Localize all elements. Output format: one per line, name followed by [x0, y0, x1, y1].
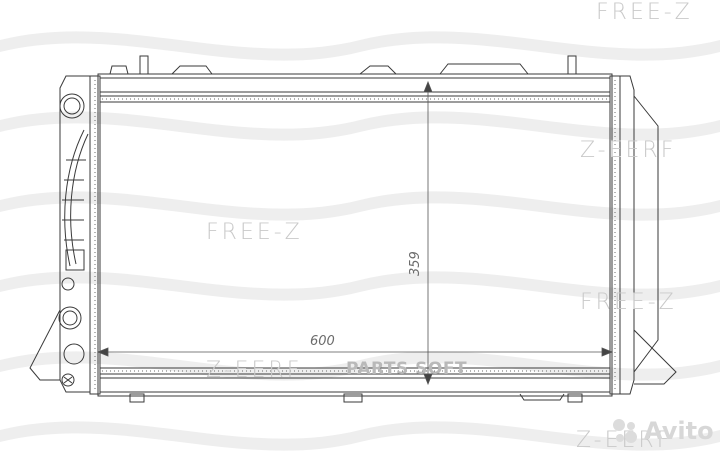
upper-hose-port	[59, 93, 85, 119]
left-side-bar	[89, 75, 101, 395]
left-bottom-mount	[29, 309, 61, 381]
right-bracket	[633, 95, 659, 373]
avito-logo-icon	[613, 419, 637, 443]
right-end-tank	[620, 75, 635, 395]
bottom-foot-2	[343, 393, 363, 403]
watermark-brand-center: FREE-Z	[206, 220, 303, 245]
avito-watermark: Avito	[610, 416, 714, 446]
left-end-tank	[59, 75, 90, 393]
lower-hose-port	[58, 306, 82, 330]
drain-port	[63, 343, 85, 365]
sensor-port	[61, 277, 75, 291]
watermark-brand-right-lower: FREE-Z	[580, 290, 677, 315]
top-tank	[99, 77, 611, 93]
bottom-foot-3	[567, 393, 583, 403]
left-tube	[64, 129, 85, 267]
fin-dots	[94, 80, 616, 390]
watermark-brand-mirrored-bottom: Z-EERF	[206, 358, 303, 383]
width-arrow-left	[96, 347, 109, 357]
drain-plug	[61, 373, 75, 387]
parts-soft-watermark: PARTS SOFT	[346, 359, 468, 379]
right-side-bar	[609, 75, 621, 395]
height-arrow-bottom	[423, 373, 433, 386]
top-mount-1	[171, 65, 213, 75]
top-mount-2	[359, 65, 397, 75]
width-arrow-right	[601, 347, 614, 357]
right-bottom-mount	[633, 329, 677, 385]
height-dimension-label: 359	[408, 251, 423, 276]
bottom-foot-1	[129, 393, 145, 403]
top-pin-1	[139, 55, 149, 75]
watermark-brand-top-right: FREE-Z	[596, 0, 693, 25]
radiator-frame	[97, 73, 613, 397]
width-dimension-label: 600	[310, 334, 335, 349]
height-arrow-top	[423, 80, 433, 93]
bottom-tank	[99, 377, 611, 393]
avito-label: Avito	[644, 417, 714, 445]
watermark-brand-mirrored-right: Z-EERF	[580, 138, 677, 163]
top-mount-3	[439, 63, 529, 75]
top-pin-2	[567, 55, 577, 75]
